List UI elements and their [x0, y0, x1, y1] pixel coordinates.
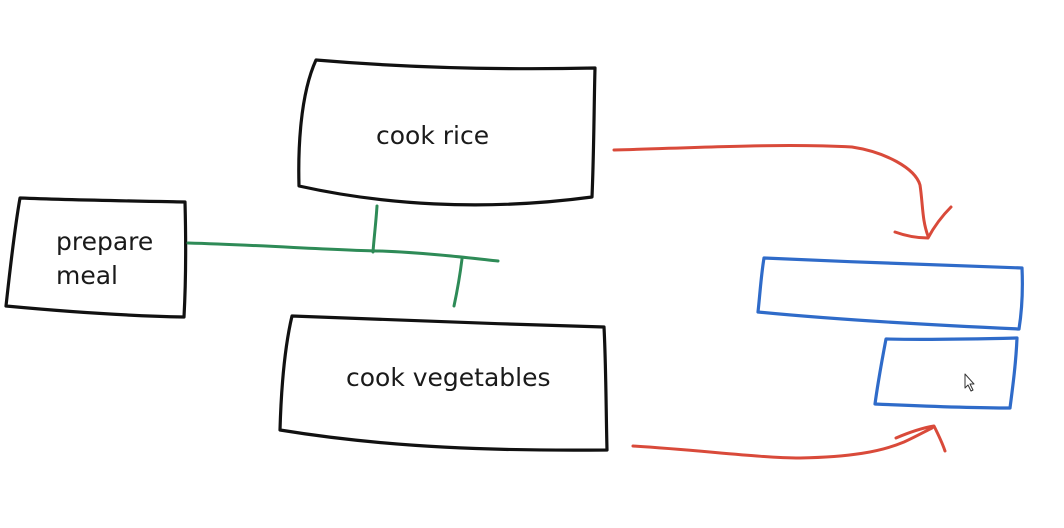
- connector-branch-rice: [371, 204, 379, 254]
- connector-main-line: [186, 241, 500, 263]
- block-wide-border: [756, 256, 1024, 331]
- node-prepare-meal-border: [4, 196, 188, 319]
- block-small[interactable]: [873, 336, 1019, 410]
- node-prepare-meal[interactable]: prepare meal: [4, 196, 188, 319]
- node-cook-rice-label: cook rice: [376, 121, 489, 150]
- arrow-rice-head: [893, 205, 953, 240]
- arrow-rice-shaft: [612, 144, 930, 238]
- arrow-vegetables-to-blocks: [631, 424, 947, 460]
- connector-branch-vegetables: [452, 257, 464, 308]
- connector-bracket: [186, 204, 500, 308]
- block-wide[interactable]: [756, 256, 1024, 331]
- mouse-pointer-icon: [964, 373, 975, 392]
- node-cook-vegetables-border: [278, 314, 609, 452]
- block-small-border: [873, 336, 1019, 410]
- arrow-rice-to-blocks: [612, 144, 953, 240]
- node-cook-rice-border: [297, 58, 597, 207]
- arrow-vegetables-head: [894, 424, 947, 453]
- node-cook-vegetables[interactable]: cook vegetables: [278, 314, 609, 452]
- node-prepare-meal-label-line2: meal: [56, 261, 118, 290]
- node-prepare-meal-label-line1: prepare: [56, 227, 153, 256]
- node-cook-rice[interactable]: cook rice: [297, 58, 597, 207]
- node-cook-vegetables-label: cook vegetables: [346, 363, 551, 392]
- arrow-vegetables-shaft: [631, 426, 934, 460]
